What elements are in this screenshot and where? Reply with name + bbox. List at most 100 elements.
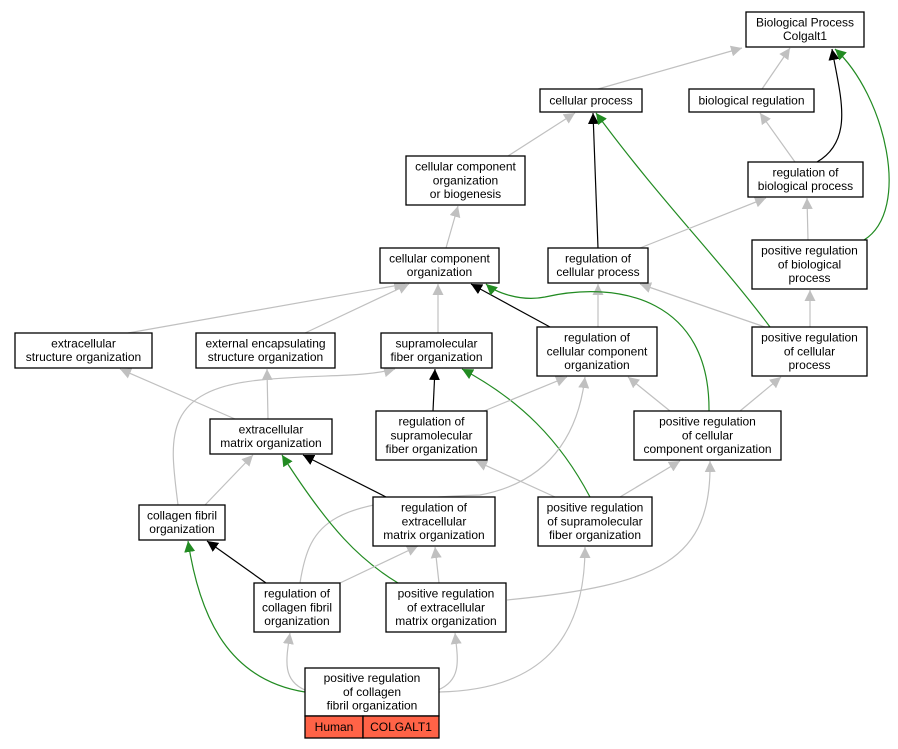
node-box bbox=[745, 11, 865, 48]
node-label-line: of biological bbox=[778, 257, 841, 271]
node-label-line: process bbox=[788, 271, 830, 285]
node-label-line: fibril organization bbox=[327, 698, 418, 712]
edge-prcfo-to-premo bbox=[437, 632, 462, 691]
node-label-line: fiber organization bbox=[549, 528, 641, 542]
edge-prsfo-to-rsfo bbox=[475, 460, 556, 498]
node-label-line: or biogenesis bbox=[430, 187, 501, 201]
node-label-line: Biological Process bbox=[756, 16, 854, 30]
node-box bbox=[547, 247, 649, 284]
node-box bbox=[536, 326, 658, 377]
node-box bbox=[751, 239, 868, 290]
edge-rsfo-to-sfo bbox=[428, 368, 440, 412]
edge-prcp-to-cp bbox=[595, 112, 771, 328]
node-box bbox=[537, 496, 653, 547]
edge-rbp-to-bp bbox=[816, 48, 843, 163]
node-box bbox=[688, 88, 815, 113]
gene-label: COLGALT1 bbox=[370, 720, 432, 734]
node-label-line: positive regulation bbox=[547, 501, 644, 515]
edge-layer bbox=[119, 45, 890, 693]
node-label-line: biological regulation bbox=[698, 93, 804, 107]
node-box bbox=[372, 496, 496, 547]
go-term-node-cp[interactable]: cellular process bbox=[539, 88, 643, 113]
node-label-line: extracellular bbox=[51, 337, 116, 351]
node-label-line: organization bbox=[433, 173, 498, 187]
node-box bbox=[209, 418, 333, 455]
edge-prbp-to-bp bbox=[834, 48, 890, 241]
node-label-line: positive regulation bbox=[324, 671, 421, 685]
edge-remo-to-emo bbox=[302, 454, 387, 498]
edge-prcfo-to-prsfo bbox=[438, 546, 591, 693]
node-label-line: structure organization bbox=[208, 350, 323, 364]
edge-premo-to-prcco bbox=[506, 460, 716, 601]
node-box bbox=[380, 332, 493, 369]
edge-breg-to-bp bbox=[761, 47, 791, 90]
node-box bbox=[304, 667, 440, 717]
go-term-node-breg[interactable]: biological regulation bbox=[688, 88, 815, 113]
edge-ccob-to-cp bbox=[507, 112, 576, 157]
node-label-line: fiber organization bbox=[385, 442, 477, 456]
node-box bbox=[539, 88, 643, 113]
node-label-line: positive regulation bbox=[659, 415, 756, 429]
node-label-line: organization bbox=[407, 265, 472, 279]
node-label-line: fiber organization bbox=[390, 350, 482, 364]
node-label-line: biological process bbox=[758, 179, 853, 193]
node-label-line: regulation of bbox=[401, 501, 468, 515]
edge-prcfo-to-rcfo bbox=[282, 632, 306, 691]
edge-prcco-to-ccorg bbox=[485, 283, 710, 412]
node-label-line: of cellular bbox=[682, 428, 733, 442]
edge-premo-to-emo bbox=[281, 454, 399, 584]
node-label-line: organization bbox=[149, 522, 214, 536]
node-label-line: matrix organization bbox=[395, 614, 496, 628]
node-label-line: positive regulation bbox=[761, 331, 858, 345]
node-box bbox=[405, 155, 526, 206]
node-label-line: extracellular bbox=[239, 423, 304, 437]
node-box bbox=[375, 410, 488, 461]
edge-rsfo-to-rcco bbox=[483, 376, 568, 412]
node-label-line: of cellular bbox=[784, 344, 835, 358]
node-label-line: cellular process bbox=[549, 93, 632, 107]
node-label-line: organization bbox=[564, 358, 629, 372]
node-label-line: extracellular bbox=[402, 514, 467, 528]
node-label-line: supramolecular bbox=[395, 337, 477, 351]
node-label-line: positive regulation bbox=[761, 244, 858, 258]
node-label-line: component organization bbox=[643, 442, 771, 456]
species-label: Human bbox=[315, 720, 354, 734]
edge-prbp-to-rbp bbox=[801, 197, 813, 241]
node-box bbox=[385, 582, 507, 633]
edge-eso-to-ccorg bbox=[127, 280, 406, 334]
edge-rcfo-to-remo bbox=[339, 545, 419, 584]
node-box bbox=[195, 332, 336, 369]
edge-ccorg-to-ccob bbox=[445, 205, 461, 249]
node-label-line: matrix organization bbox=[220, 436, 321, 450]
node-label-line: process bbox=[788, 358, 830, 372]
node-label-line: matrix organization bbox=[383, 528, 484, 542]
edge-emo-to-eso bbox=[119, 368, 236, 420]
node-label-line: cellular component bbox=[415, 160, 516, 174]
node-label-line: regulation of bbox=[398, 415, 465, 429]
edge-prcco-to-rcco bbox=[627, 376, 671, 412]
node-label-line: regulation of bbox=[772, 166, 839, 180]
node-label-line: Colgalt1 bbox=[783, 29, 827, 43]
node-label-line: external encapsulating bbox=[205, 337, 325, 351]
